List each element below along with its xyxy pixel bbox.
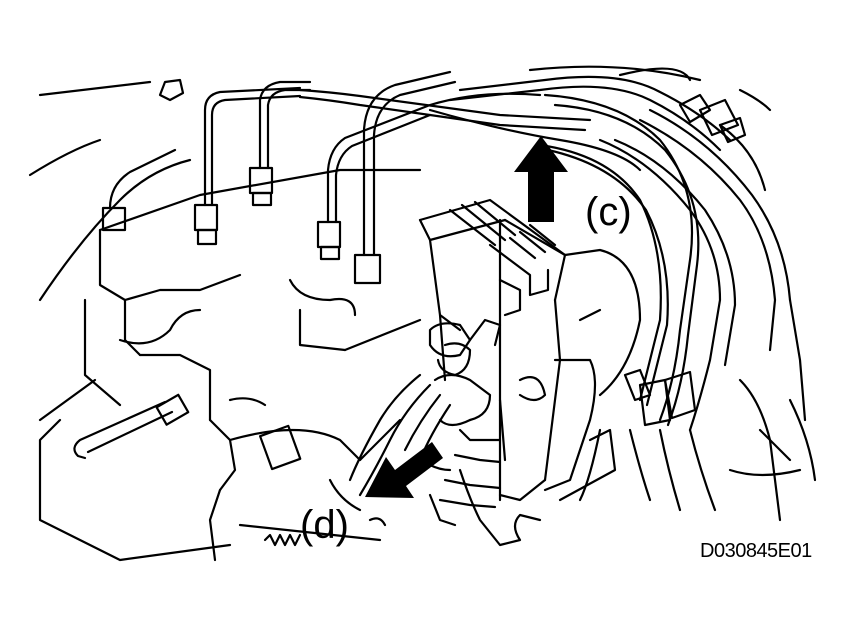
connector-housing — [418, 198, 642, 547]
callout-label-d: (d) — [300, 503, 349, 547]
vehicle-body-outline — [28, 80, 232, 562]
line-clamps — [578, 93, 817, 522]
brake-line-unions — [101, 166, 382, 471]
arrow-down-left-icon — [365, 442, 443, 498]
wire-harness — [328, 318, 502, 527]
arrow-up-icon — [514, 136, 568, 222]
figure-code: D030845E01 — [700, 540, 812, 562]
callout-label-c: (c) — [585, 190, 632, 234]
brake-lines — [73, 65, 792, 460]
actuator-block — [83, 168, 422, 562]
